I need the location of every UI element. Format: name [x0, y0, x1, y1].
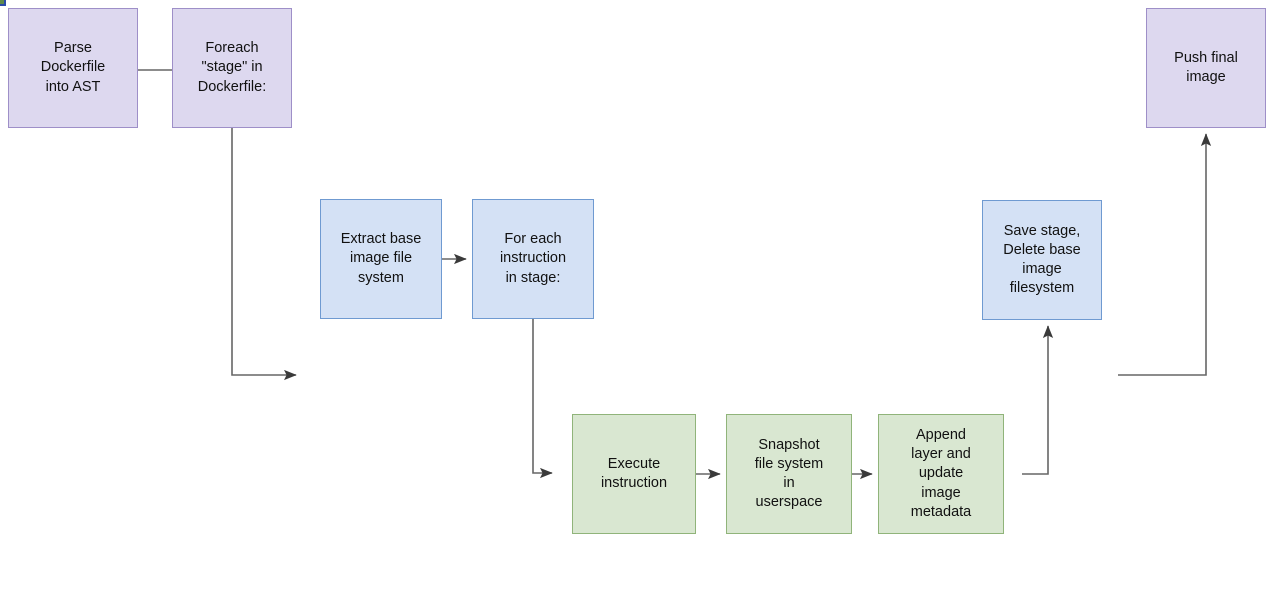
node-parse-dockerfile[interactable]: Parse Dockerfile into AST [8, 8, 138, 128]
node-push-final-image[interactable]: Push final image [1146, 8, 1266, 128]
node-execute-instruction[interactable]: Execute instruction [572, 414, 696, 534]
node-snapshot-file-system[interactable]: Snapshot file system in userspace [726, 414, 852, 534]
edge-foreach-to-stage-loop [231, 128, 297, 381]
node-for-each-instruction[interactable]: For each instruction in stage: [472, 199, 594, 319]
node-extract-base-image[interactable]: Extract base image file system [320, 199, 442, 319]
edge-foreachins-to-instr-loop [532, 319, 553, 479]
instruction-loop-container [0, 0, 4, 4]
node-append-layer[interactable]: Append layer and update image metadata [878, 414, 1004, 534]
edge-stage-loop-to-push [1118, 133, 1212, 376]
edge-instr-loop-to-savestage [1022, 325, 1054, 475]
node-save-stage[interactable]: Save stage, Delete base image filesystem [982, 200, 1102, 320]
node-foreach-stage[interactable]: Foreach "stage" in Dockerfile: [172, 8, 292, 128]
